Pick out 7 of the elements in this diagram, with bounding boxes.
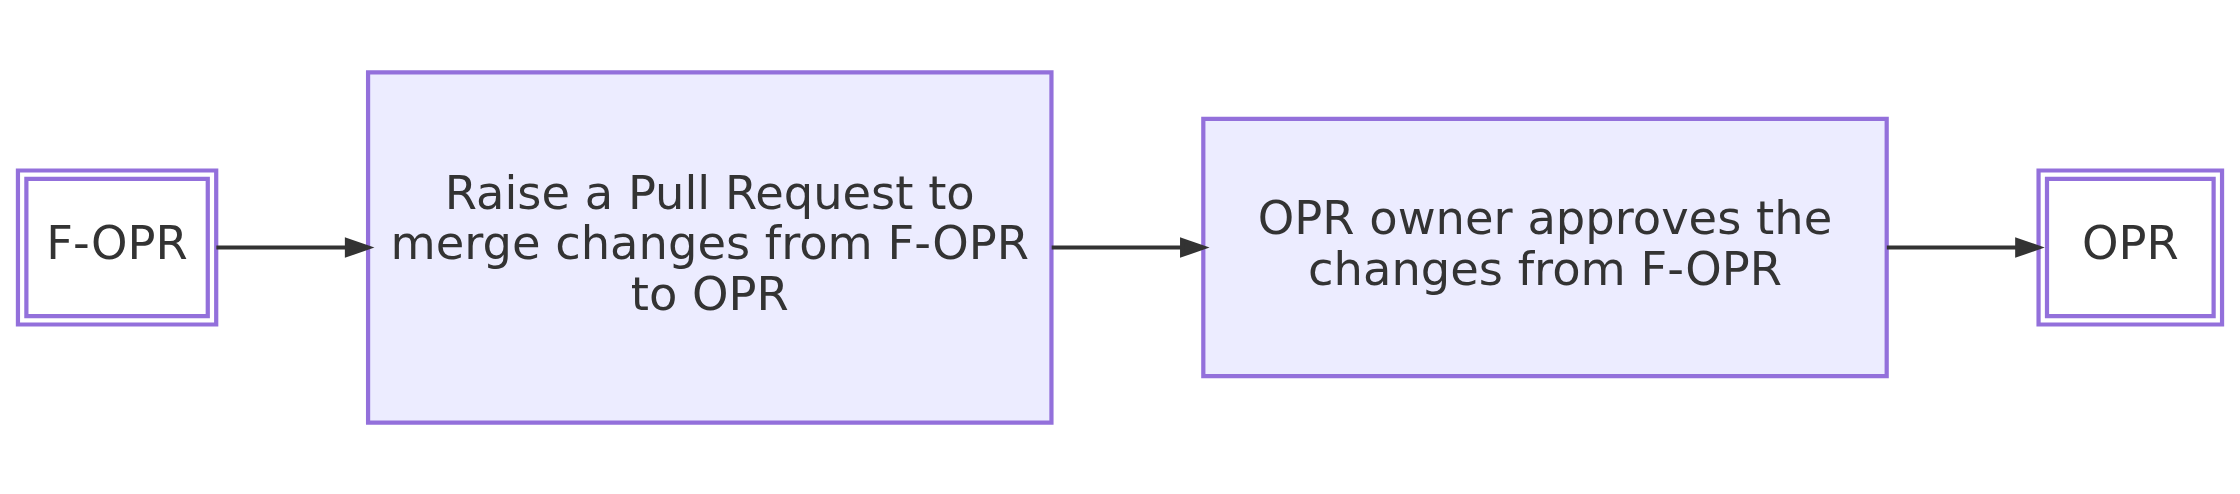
arrow <box>1886 236 2045 258</box>
node-box: OPR <box>2036 167 2225 327</box>
node-box: OPR owner approves the changes from F-OPR <box>1201 116 1889 378</box>
node-box: Raise a Pull Request to merge changes from F-OPR to OPR <box>365 69 1054 425</box>
arrow <box>1051 236 1210 258</box>
arrow <box>216 236 375 258</box>
node-box: F-OPR <box>15 167 219 327</box>
